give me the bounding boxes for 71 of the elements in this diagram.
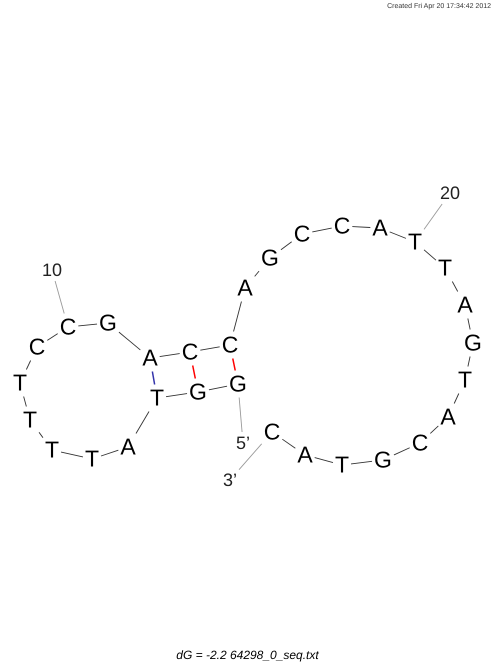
base-pair-bond [192, 365, 196, 379]
nucleotide-label: T [22, 408, 38, 432]
position-label: 5’ [236, 434, 250, 452]
backbone-line [352, 226, 371, 228]
backbone-line [166, 393, 188, 398]
nucleotide-label: T [12, 372, 28, 394]
backbone-line [118, 332, 141, 350]
backbone-line [394, 447, 410, 456]
leader-line [238, 443, 262, 470]
nucleotide-label: C [28, 336, 46, 358]
nucleotide-label: T [458, 368, 472, 392]
backbone-line [23, 396, 27, 407]
nucleotide-label: G [261, 246, 279, 270]
nucleotide-label: A [237, 276, 253, 300]
nucleotide-label: C [222, 334, 238, 356]
backbone-line [467, 356, 471, 367]
leader-line [54, 280, 65, 314]
backbone-line [312, 228, 332, 232]
nucleotide-label: A [457, 294, 473, 316]
energy-caption: dG = -2.2 64298_0_seq.txt [176, 648, 319, 662]
backbone-line [200, 346, 220, 351]
nucleotide-label: G [464, 332, 482, 354]
backbone-line [430, 426, 439, 434]
backbone-line [282, 438, 296, 449]
nucleotide-label: C [334, 214, 350, 238]
nucleotide-label: G [229, 372, 247, 396]
nucleotide-label: T [44, 438, 60, 462]
nucleotide-label: G [189, 380, 207, 404]
backbone-line [38, 432, 44, 438]
nucleotide-label: T [334, 454, 350, 476]
backbone-line [233, 301, 242, 332]
backbone-line [159, 353, 180, 357]
nucleotide-label: T [408, 230, 422, 254]
nucleotide-label: C [182, 340, 198, 364]
backbone-line [389, 231, 406, 239]
backbone-line [424, 249, 436, 261]
backbone-line [314, 457, 334, 463]
nucleotide-label: C [264, 420, 280, 444]
backbone-line [136, 411, 150, 434]
nucleotide-label: C [294, 222, 310, 246]
backbone-line [280, 241, 292, 250]
backbone-line [60, 452, 84, 458]
base-pair-bond [152, 371, 156, 385]
backbone-line [454, 393, 460, 404]
backbone-line [350, 460, 372, 464]
nucleotide-label: C [412, 432, 428, 454]
nucleotide-label: T [84, 448, 100, 470]
leader-line [238, 397, 243, 432]
nucleotide-label: A [372, 216, 388, 240]
nucleotide-label: T [150, 386, 164, 410]
backbone-line [467, 318, 471, 330]
nucleotide-label: C [60, 316, 76, 338]
position-label: 20 [440, 184, 460, 202]
backbone-line [78, 324, 98, 326]
nucleotide-label: A [440, 406, 456, 428]
nucleotide-label: T [438, 256, 452, 280]
nucleotide-label: A [142, 346, 158, 370]
backbone-line [46, 333, 58, 341]
backbone-line [208, 386, 228, 390]
backbone-line [26, 360, 32, 370]
base-pair-bond [232, 358, 236, 371]
nucleotide-label: G [99, 312, 117, 334]
position-label: 10 [42, 261, 62, 279]
backbone-line [254, 270, 260, 277]
backbone-line [452, 281, 458, 292]
backbone-line [100, 450, 119, 456]
nucleotide-label: G [374, 448, 392, 472]
leader-line [424, 204, 443, 230]
position-label: 3’ [223, 471, 237, 489]
nucleotide-label: A [120, 436, 136, 458]
nucleotide-label: A [297, 444, 313, 466]
